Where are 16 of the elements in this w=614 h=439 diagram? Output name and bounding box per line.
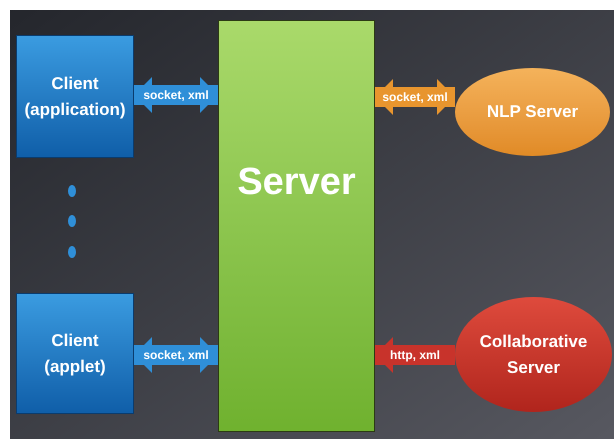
edge-label: socket, xml (143, 349, 209, 361)
node-label: Server (237, 161, 356, 205)
node-label: Client (application) (23, 73, 127, 120)
double-arrow (134, 77, 218, 113)
node-label: NLP Server (486, 101, 578, 124)
double-arrow (134, 337, 218, 373)
node-label: Collaborative Server (478, 331, 588, 378)
edge-label: socket, xml (143, 89, 209, 101)
edge-label: http, xml (390, 349, 440, 361)
edge-label: socket, xml (382, 91, 448, 103)
node-label: Client (applet) (43, 330, 107, 378)
client-box (16, 293, 134, 414)
double-arrow (375, 79, 455, 115)
client-box (16, 35, 134, 158)
server-box (218, 20, 375, 432)
double-arrow (375, 337, 455, 373)
